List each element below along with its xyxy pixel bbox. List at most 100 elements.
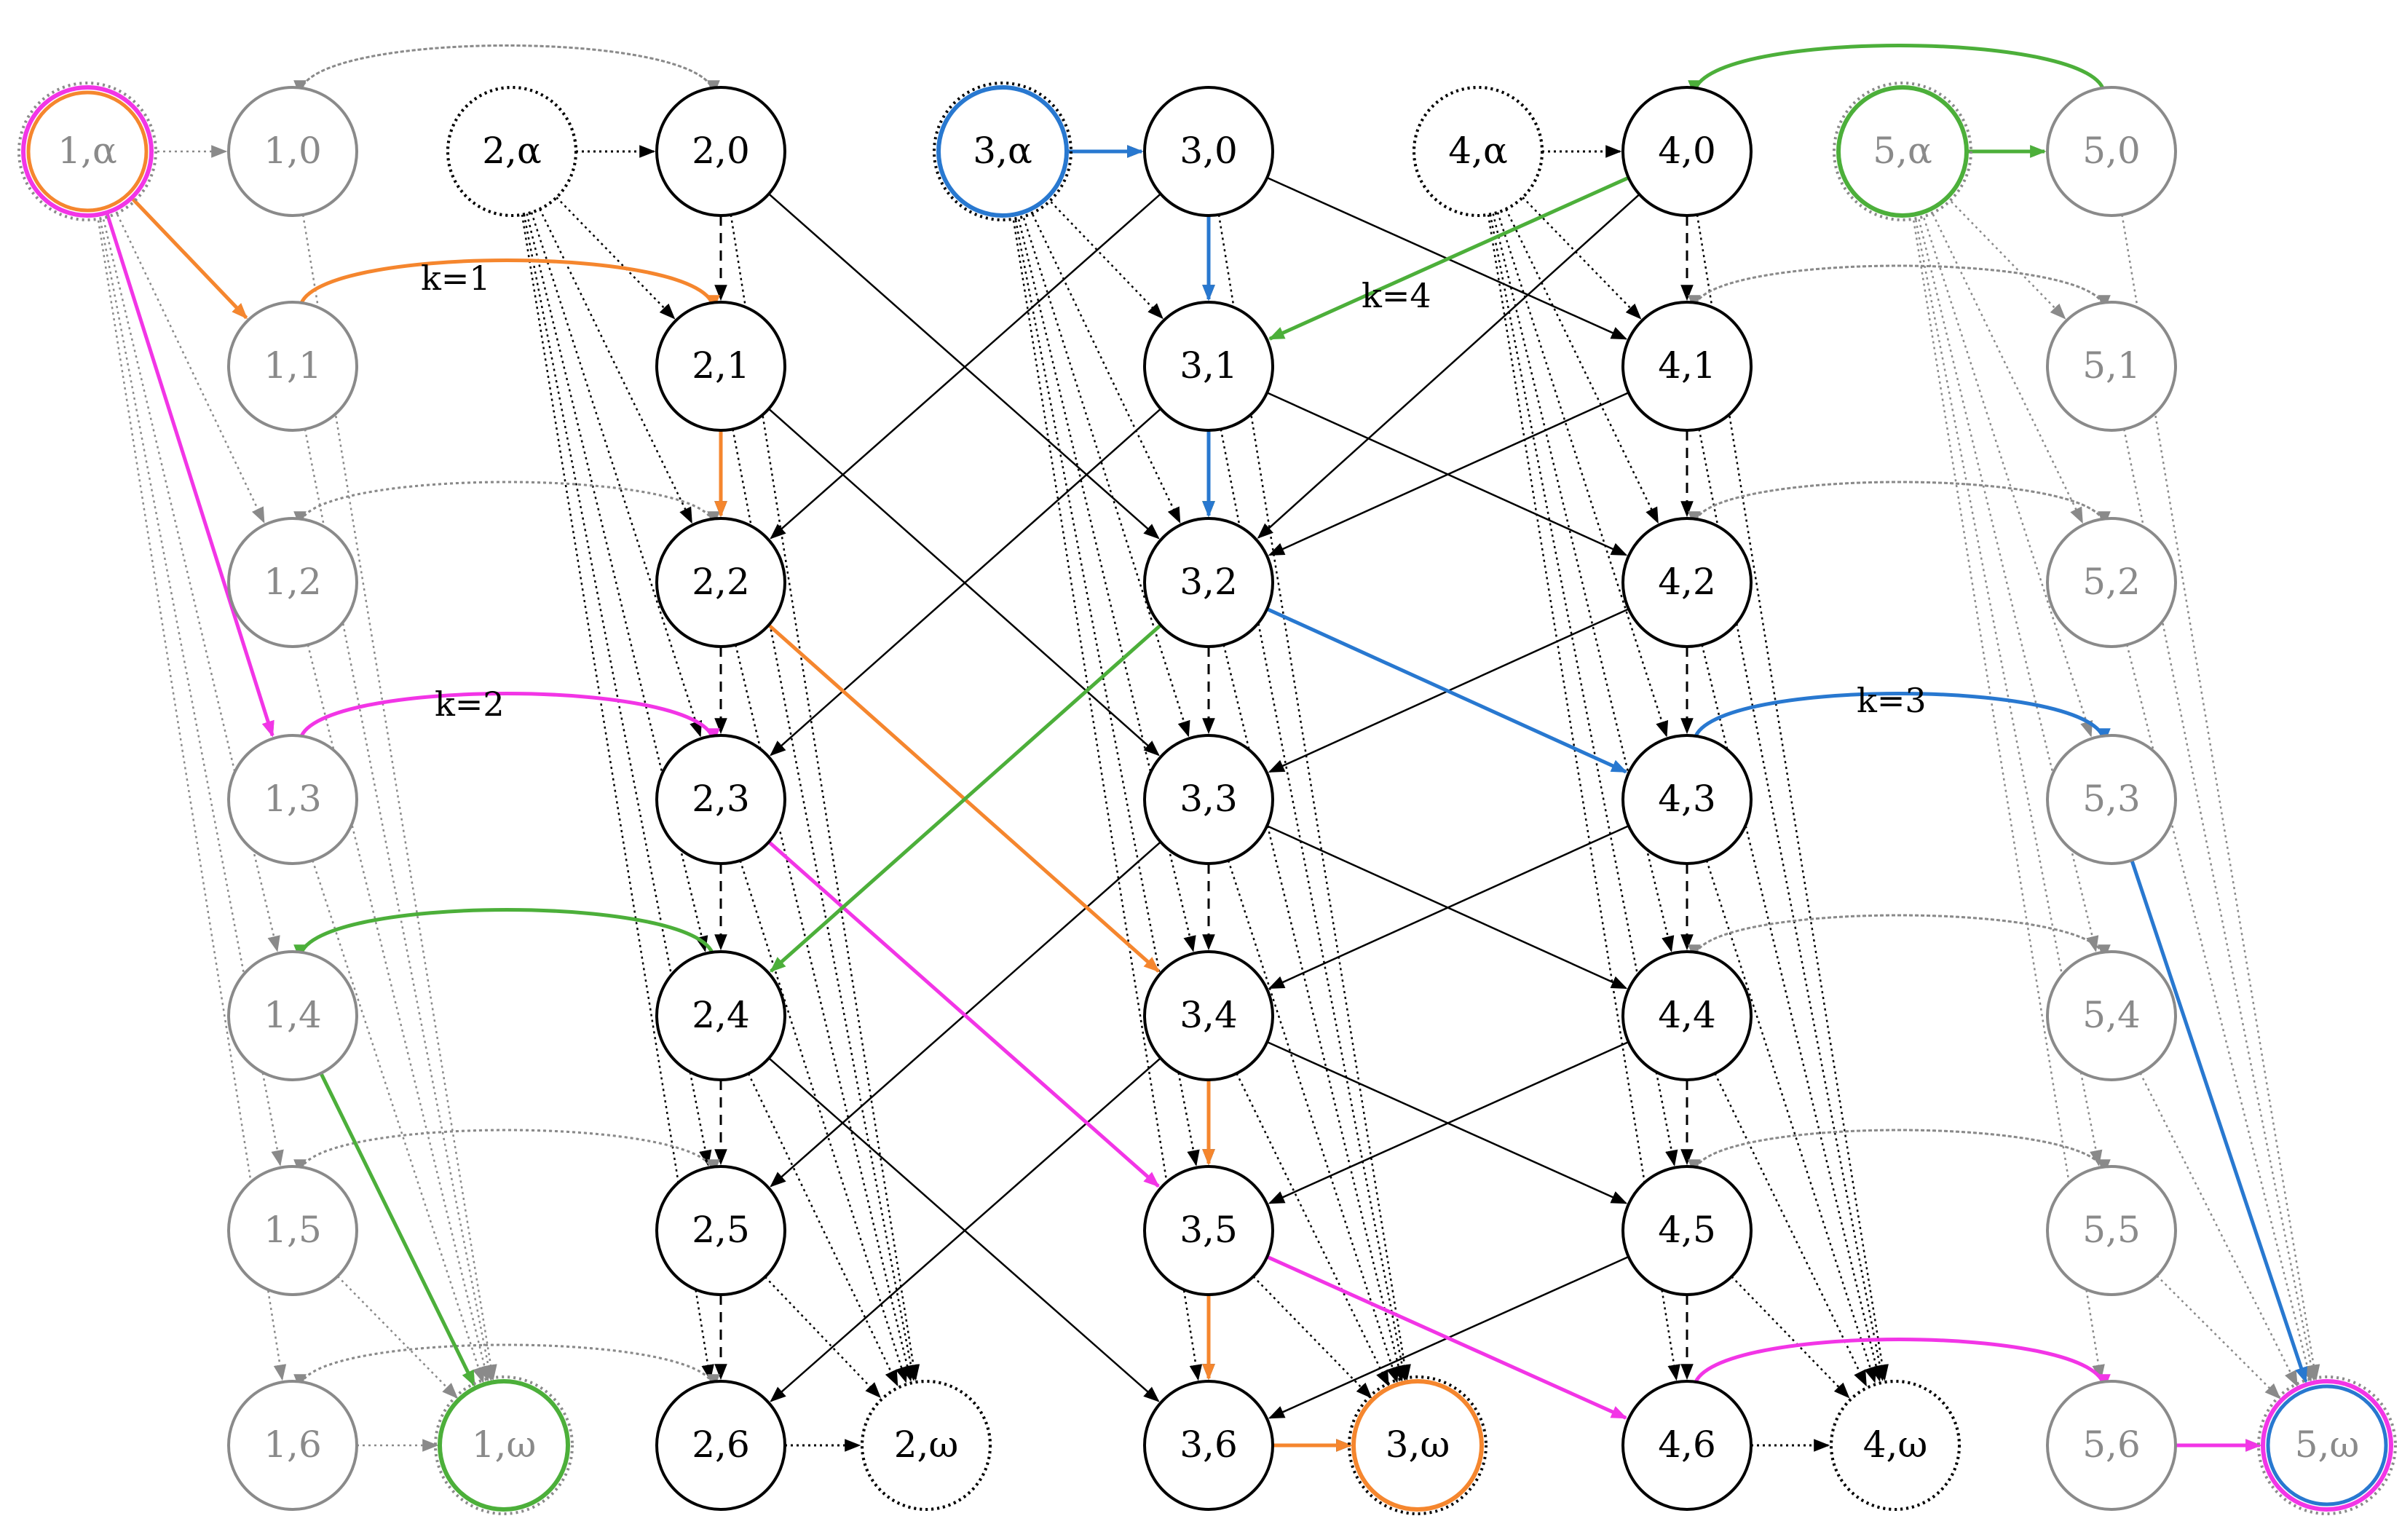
node-label: 4,3 bbox=[1658, 778, 1716, 820]
node-label: 2,ω bbox=[894, 1423, 958, 1466]
edge-4-3-to-3-4 bbox=[1268, 825, 1629, 990]
node-circle bbox=[2046, 734, 2177, 865]
node-circle bbox=[227, 734, 358, 865]
edge-2-alpha-to-3 bbox=[530, 212, 703, 738]
edge-3-alpha-to-3 bbox=[1021, 212, 1190, 738]
node-label: 2,α bbox=[482, 130, 541, 172]
node-label: 5,ω bbox=[2295, 1423, 2359, 1466]
arc-2-0-to-1-0 bbox=[293, 44, 715, 97]
node-circle bbox=[655, 301, 786, 432]
edge-1-alpha-to-6 bbox=[96, 214, 287, 1381]
node-label: 1,2 bbox=[264, 561, 322, 603]
edge-5-1-to-omega bbox=[2123, 429, 2318, 1381]
node-circle bbox=[1621, 950, 1753, 1081]
node-4-2: 4,2 bbox=[1621, 517, 1753, 648]
node-1-5: 1,5 bbox=[227, 1165, 358, 1296]
node-circle bbox=[2046, 950, 2177, 1081]
node-1-0: 1,0 bbox=[227, 86, 358, 217]
node-circle bbox=[227, 301, 358, 432]
node-circle bbox=[1143, 1165, 1274, 1296]
highlight-magenta-1-α-to-1-3 bbox=[105, 212, 274, 738]
node-outer-dotted-ring bbox=[1348, 1375, 1488, 1515]
node-1-alpha: 1,α bbox=[17, 82, 157, 221]
node-circle bbox=[227, 517, 358, 648]
highlight-blue-5-3-to-5-ω bbox=[2130, 859, 2308, 1383]
node-label: 3,0 bbox=[1180, 130, 1238, 172]
node-circle bbox=[2046, 86, 2177, 217]
node-label: 5,3 bbox=[2082, 778, 2141, 820]
edge-4-2-to-omega bbox=[1701, 644, 1883, 1382]
node-label: 1,5 bbox=[264, 1209, 322, 1251]
edge-3-4-to-2-6 bbox=[770, 1057, 1161, 1402]
arc-4-5-to-5-5 bbox=[1693, 1129, 2111, 1176]
edge-5-alpha-to-6 bbox=[1911, 214, 2105, 1381]
node-circle bbox=[655, 86, 786, 217]
edge-5-alpha-to-3 bbox=[1921, 212, 2093, 738]
node-4-3: 4,3 bbox=[1621, 734, 1753, 865]
edge-1-1-to-omega bbox=[304, 429, 495, 1381]
node-5-6: 5,6 bbox=[2046, 1380, 2177, 1511]
node-circle bbox=[21, 85, 154, 218]
edge-1-alpha-to-5 bbox=[98, 214, 284, 1166]
node-label: 4,2 bbox=[1658, 561, 1716, 603]
node-label: 4,4 bbox=[1658, 994, 1716, 1036]
edge-5-alpha-to-1 bbox=[1946, 197, 2066, 320]
edge-2-alpha-to-1 bbox=[556, 197, 676, 320]
node-label: 3,1 bbox=[1180, 344, 1238, 387]
node-label: 1,4 bbox=[264, 994, 322, 1036]
node-3-1: 3,1 bbox=[1143, 301, 1274, 432]
node-outer-dotted-ring bbox=[2257, 1375, 2397, 1515]
arc-2-5-to-1-5 bbox=[293, 1129, 715, 1176]
edge-2-1-to-omega bbox=[732, 429, 917, 1381]
node-outer-dotted-ring bbox=[446, 86, 577, 217]
edge-4-0-to-3-2 bbox=[1257, 193, 1640, 539]
node-5-2: 5,2 bbox=[2046, 517, 2177, 648]
edge-4-4-to-3-5 bbox=[1268, 1041, 1629, 1204]
node-5-alpha: 5,α bbox=[1833, 82, 1972, 221]
arc-2-2-to-1-2 bbox=[293, 481, 715, 528]
edge-4-1-to-3-2 bbox=[1268, 392, 1629, 556]
edge-5-alpha-to-4 bbox=[1916, 213, 2099, 952]
arc-4-2-to-5-2 bbox=[1693, 481, 2111, 528]
edge-3-alpha-to-5 bbox=[1014, 214, 1200, 1166]
node-label: 5,6 bbox=[2082, 1423, 2141, 1466]
node-circle bbox=[655, 950, 786, 1081]
highlight-orange-1-α-to-1-1 bbox=[130, 196, 248, 320]
node-2-5: 2,5 bbox=[655, 1165, 786, 1296]
highlight-green-4-0-to-3-1 bbox=[1268, 175, 1629, 341]
node-label: 4,ω bbox=[1863, 1423, 1927, 1466]
node-label: 5,2 bbox=[2082, 561, 2141, 603]
node-4-alpha: 4,α bbox=[1413, 86, 1544, 217]
highlight-orange-1-1-to-2-1 bbox=[298, 258, 720, 312]
node-3-6: 3,6 bbox=[1143, 1380, 1274, 1511]
edge-4-5-to-omega bbox=[1731, 1276, 1850, 1399]
node-label: 1,1 bbox=[264, 344, 322, 387]
node-4-6: 4,6 bbox=[1621, 1380, 1753, 1511]
node-label: 4,5 bbox=[1658, 1209, 1716, 1251]
edge-5-0-to-omega bbox=[2121, 214, 2320, 1381]
node-2-2: 2,2 bbox=[655, 517, 786, 648]
node-5-5: 5,5 bbox=[2046, 1165, 2177, 1296]
node-outer-dotted-ring bbox=[1830, 1380, 1961, 1511]
edge-3-1-to-omega bbox=[1220, 429, 1409, 1381]
node-1-6: 1,6 bbox=[227, 1380, 358, 1511]
node-3-5: 3,5 bbox=[1143, 1165, 1274, 1296]
node-3-4: 3,4 bbox=[1143, 950, 1274, 1081]
edges-layer bbox=[96, 44, 2320, 1452]
arc-4-1-to-5-1 bbox=[1693, 264, 2111, 312]
edge-1-5-to-omega bbox=[336, 1275, 459, 1399]
arc-1-5-to-2-5 bbox=[299, 1129, 720, 1176]
node-circle bbox=[1621, 1165, 1753, 1296]
node-2-3: 2,3 bbox=[655, 734, 786, 865]
node-circle bbox=[655, 1380, 786, 1511]
node-circle bbox=[655, 734, 786, 865]
node-label: 4,6 bbox=[1658, 1423, 1716, 1466]
node-label: 3,ω bbox=[1386, 1423, 1450, 1466]
node-circle bbox=[1143, 950, 1274, 1081]
node-circle bbox=[1143, 517, 1274, 648]
node-label: 2,0 bbox=[692, 130, 750, 172]
edge-2-2-to-omega bbox=[735, 644, 914, 1382]
k-label-1: k=1 bbox=[421, 258, 491, 298]
edge-5-2-to-omega bbox=[2126, 644, 2314, 1382]
